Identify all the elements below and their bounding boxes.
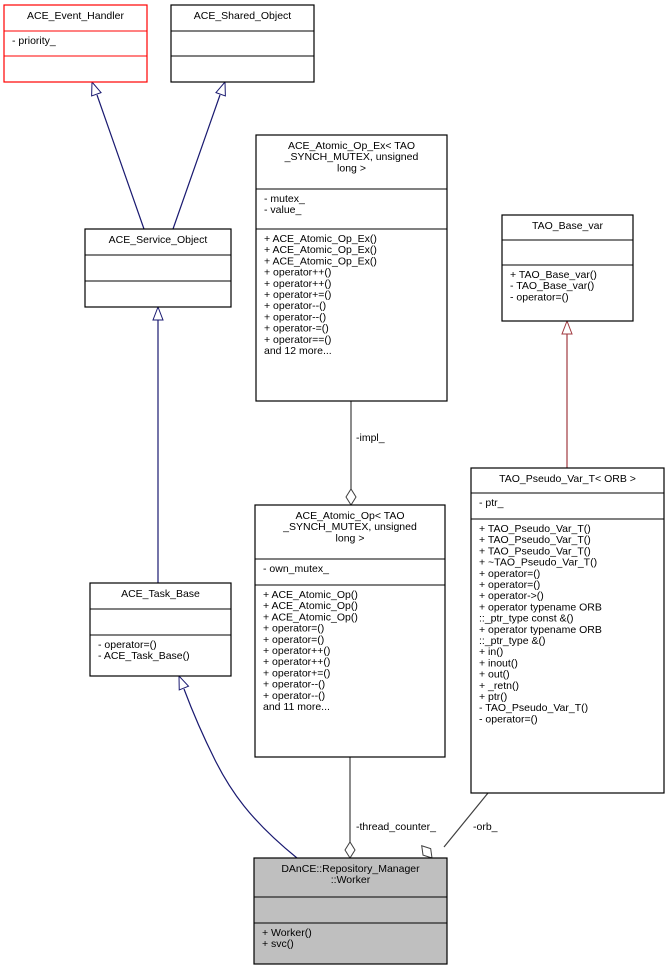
class-box-event-handler[interactable]: ACE_Event_Handler - priority_	[3, 4, 148, 83]
class-method: + operator++()	[264, 278, 331, 290]
class-title: _SYNCH_MUTEX, unsigned	[284, 151, 419, 163]
class-method: + ACE_Atomic_Op()	[263, 589, 358, 601]
class-method: + operator typename ORB	[479, 624, 602, 636]
class-method: + _retn()	[479, 680, 519, 692]
class-box-pseudo-var[interactable]: TAO_Pseudo_Var_T< ORB > - ptr_ + TAO_Pseud…	[470, 467, 665, 794]
class-method: + svc()	[262, 938, 294, 950]
class-method: + TAO_Pseudo_Var_T()	[479, 545, 591, 557]
class-method: + ~TAO_Pseudo_Var_T()	[479, 557, 597, 569]
class-box-atomic-op-ex[interactable]: ACE_Atomic_Op_Ex< TAO_SYNCH_MUTEX, unsig…	[255, 134, 448, 402]
class-method: + operator--()	[264, 311, 326, 323]
class-title: ACE_Shared_Object	[194, 10, 292, 22]
class-title: ACE_Task_Base	[121, 588, 200, 600]
class-method: + ACE_Atomic_Op()	[263, 611, 358, 623]
class-method: + inout()	[479, 657, 518, 669]
class-method: + ACE_Atomic_Op_Ex()	[264, 233, 377, 245]
class-method: + operator=()	[479, 568, 540, 580]
class-method: + ACE_Atomic_Op()	[263, 600, 358, 612]
class-title: TAO_Base_var	[532, 220, 604, 232]
class-title: ACE_Service_Object	[109, 234, 208, 246]
class-attribute: - own_mutex_	[263, 563, 329, 575]
class-method: + operator++()	[264, 267, 331, 279]
class-method: + operator=()	[263, 634, 324, 646]
inheritance-arrow-icon	[178, 674, 190, 691]
class-method: and 11 more...	[263, 701, 330, 713]
class-method: - operator=()	[98, 639, 157, 651]
class-method: ::_ptr_type const &()	[479, 613, 574, 625]
aggregation-diamond-icon	[344, 841, 356, 859]
class-method: + in()	[479, 646, 503, 658]
inheritance-arrow-icon	[91, 80, 102, 97]
inheritance-arrow-icon	[152, 305, 164, 321]
class-method: + ACE_Atomic_Op_Ex()	[264, 244, 377, 256]
class-title: ACE_Atomic_Op_Ex< TAO	[288, 140, 415, 152]
class-attribute: - priority_	[12, 35, 56, 47]
class-box-base-var[interactable]: TAO_Base_var + TAO_Base_var()- TAO_Base_v…	[501, 214, 634, 322]
class-method: + operator=()	[263, 623, 324, 635]
class-title: ACE_Atomic_Op< TAO	[295, 510, 404, 522]
class-method: + operator->()	[479, 590, 544, 602]
edge-orb	[443, 792, 489, 848]
class-method: - ACE_Task_Base()	[98, 650, 190, 662]
class-attribute: - value_	[264, 204, 302, 216]
edge-label-impl: -impl_	[356, 432, 385, 444]
aggregation-diamond-icon	[345, 488, 357, 506]
class-method: + operator++()	[263, 656, 330, 668]
class-method: ::_ptr_type &()	[479, 635, 546, 647]
class-method: + operator=()	[479, 579, 540, 591]
class-box-worker[interactable]: DAnCE::Repository_Manager::Worker+ Worke…	[253, 857, 448, 965]
class-method: + operator--()	[263, 690, 325, 702]
class-title: long >	[336, 532, 365, 544]
class-method: + operator+=()	[263, 667, 330, 679]
aggregation-diamond-icon	[421, 845, 433, 859]
inheritance-arrow-icon	[561, 319, 573, 335]
class-attribute: - mutex_	[264, 193, 305, 205]
class-method: - TAO_Pseudo_Var_T()	[479, 702, 588, 714]
class-title: TAO_Pseudo_Var_T< ORB >	[499, 473, 636, 485]
class-box-service-object[interactable]: ACE_Service_Object	[84, 228, 232, 308]
class-attribute: - ptr_	[479, 497, 504, 509]
edge-service-to-shared-object	[172, 94, 221, 230]
edge-label-thread-counter: -thread_counter_	[356, 821, 436, 833]
class-title: ACE_Event_Handler	[27, 10, 124, 22]
class-box-atomic-op[interactable]: ACE_Atomic_Op< TAO_SYNCH_MUTEX, unsigned…	[254, 504, 446, 758]
class-title: DAnCE::Repository_Manager	[281, 863, 420, 875]
edge-service-to-event-handler	[96, 94, 145, 230]
class-method: + ptr()	[479, 691, 507, 703]
class-method: + Worker()	[262, 927, 312, 939]
class-method: + operator==()	[264, 334, 331, 346]
class-method: + operator++()	[263, 645, 330, 657]
class-method: - TAO_Base_var()	[510, 280, 594, 292]
class-title: ::Worker	[331, 874, 371, 886]
class-method: + operator+=()	[264, 289, 331, 301]
class-method: + TAO_Base_var()	[510, 269, 597, 281]
class-method: + operator-=()	[264, 323, 329, 335]
class-title: long >	[337, 162, 366, 174]
edge-label-orb: -orb_	[473, 821, 498, 833]
class-title: _SYNCH_MUTEX, unsigned	[282, 521, 417, 533]
edge-worker-to-task-base	[183, 688, 298, 859]
class-method: + operator--()	[263, 679, 325, 691]
class-method: + out()	[479, 669, 510, 681]
class-method: + ACE_Atomic_Op_Ex()	[264, 255, 377, 267]
class-method: and 12 more...	[264, 345, 332, 357]
class-box-task-base[interactable]: ACE_Task_Base - operator=()- ACE_Task_Bas…	[89, 582, 232, 677]
class-method: + operator--()	[264, 300, 326, 312]
class-method: - operator=()	[479, 713, 538, 725]
class-method: + TAO_Pseudo_Var_T()	[479, 534, 591, 546]
class-method: + TAO_Pseudo_Var_T()	[479, 523, 591, 535]
inheritance-arrow-icon	[215, 80, 226, 97]
class-method: + operator typename ORB	[479, 601, 602, 613]
class-box-shared-object[interactable]: ACE_Shared_Object	[170, 4, 315, 83]
class-method: - operator=()	[510, 291, 569, 303]
